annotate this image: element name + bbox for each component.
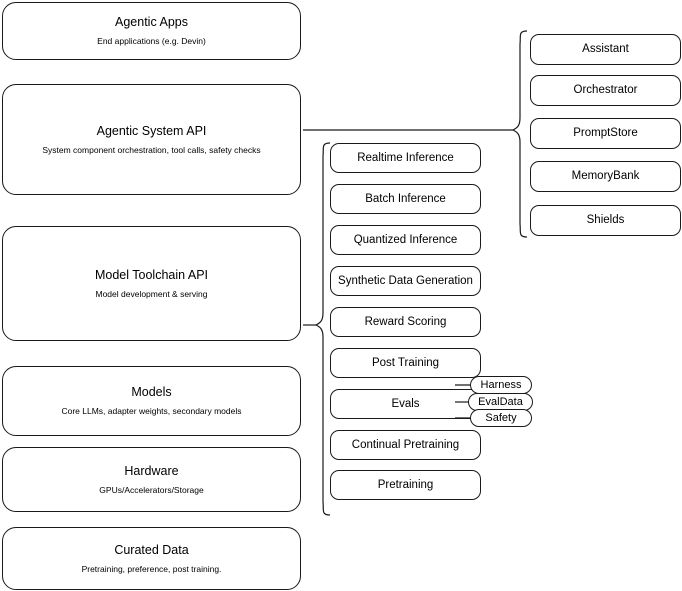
layer-box-agentic-system-api[interactable]: Agentic System API System component orch…: [2, 84, 301, 195]
capability-box-post-training[interactable]: Post Training: [330, 348, 481, 378]
system-component-box-orchestrator[interactable]: Orchestrator: [530, 75, 681, 106]
layer-subtitle: Core LLMs, adapter weights, secondary mo…: [61, 406, 242, 416]
brace-system-components: [511, 30, 528, 238]
layer-box-model-toolchain-api[interactable]: Model Toolchain API Model development & …: [2, 226, 301, 341]
layer-subtitle: Model development & serving: [95, 288, 208, 299]
capability-label: Realtime Inference: [357, 151, 454, 164]
layer-subtitle: End applications (e.g. Devin): [97, 36, 206, 46]
eval-pill-label: EvalData: [478, 395, 523, 408]
system-component-label: MemoryBank: [571, 170, 640, 183]
eval-pill-harness[interactable]: Harness: [470, 376, 532, 394]
layer-box-agentic-apps[interactable]: Agentic Apps End applications (e.g. Devi…: [2, 2, 301, 60]
capability-label: Pretraining: [377, 478, 434, 491]
capability-label: Quantized Inference: [353, 233, 458, 246]
capability-box-synthetic-data-generation[interactable]: Synthetic Data Generation: [330, 266, 481, 296]
layer-title: Models: [131, 385, 172, 400]
capability-box-realtime-inference[interactable]: Realtime Inference: [330, 143, 481, 173]
capability-label: Synthetic Data Generation: [338, 274, 473, 287]
layer-box-curated-data[interactable]: Curated Data Pretraining, preference, po…: [2, 527, 301, 590]
capability-box-quantized-inference[interactable]: Quantized Inference: [330, 225, 481, 255]
system-component-label: Shields: [586, 214, 625, 227]
layer-title: Model Toolchain API: [94, 267, 209, 282]
capability-box-pretraining[interactable]: Pretraining: [330, 470, 481, 500]
layer-box-hardware[interactable]: Hardware GPUs/Accelerators/Storage: [2, 447, 301, 512]
capability-label: Evals: [391, 397, 420, 410]
capability-label: Reward Scoring: [364, 315, 447, 328]
layer-subtitle: GPUs/Accelerators/Storage: [99, 484, 204, 495]
capability-box-batch-inference[interactable]: Batch Inference: [330, 184, 481, 214]
system-component-label: Assistant: [582, 43, 629, 56]
capability-box-continual-pretraining[interactable]: Continual Pretraining: [330, 430, 481, 460]
system-component-label: PromptStore: [573, 127, 638, 140]
eval-pill-label: Harness: [480, 378, 522, 391]
layer-subtitle: Pretraining, preference, post training.: [81, 563, 222, 574]
layer-subtitle: System component orchestration, tool cal…: [42, 144, 261, 155]
capability-label: Continual Pretraining: [351, 438, 460, 451]
layer-title: Agentic System API: [96, 123, 207, 138]
layer-title: Agentic Apps: [115, 15, 188, 30]
eval-pill-safety[interactable]: Safety: [470, 409, 532, 427]
layer-title: Curated Data: [114, 542, 189, 557]
system-component-box-promptstore[interactable]: PromptStore: [530, 118, 681, 149]
layer-box-models[interactable]: Models Core LLMs, adapter weights, secon…: [2, 366, 301, 436]
capability-box-evals[interactable]: Evals: [330, 389, 481, 419]
capability-box-reward-scoring[interactable]: Reward Scoring: [330, 307, 481, 337]
layer-title: Hardware: [124, 463, 179, 478]
system-component-box-assistant[interactable]: Assistant: [530, 34, 681, 65]
brace-toolchain-capabilities: [314, 142, 331, 516]
capability-label: Post Training: [371, 356, 440, 369]
eval-pill-label: Safety: [485, 411, 517, 424]
system-component-box-shields[interactable]: Shields: [530, 205, 681, 236]
system-component-box-memorybank[interactable]: MemoryBank: [530, 161, 681, 192]
capability-label: Batch Inference: [365, 192, 446, 205]
system-component-label: Orchestrator: [573, 84, 638, 97]
